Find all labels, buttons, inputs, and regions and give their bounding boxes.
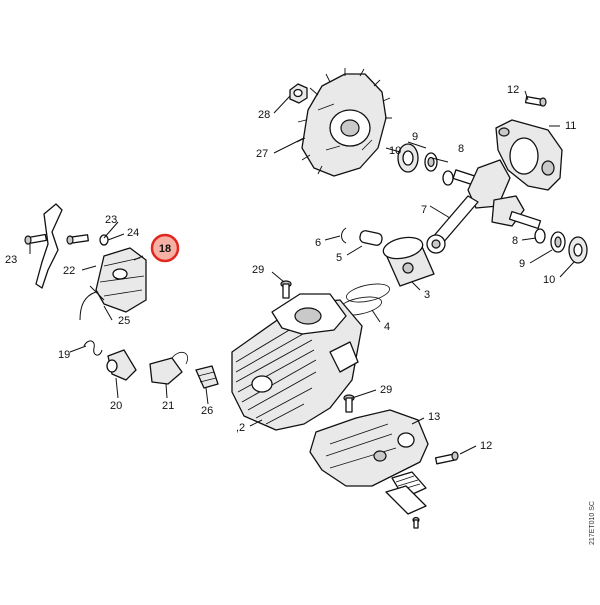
label-11: 11 <box>565 120 576 132</box>
piston-pin-part-5 <box>359 230 383 246</box>
label-20: 20 <box>110 400 122 412</box>
bracket-part-22 <box>35 203 63 289</box>
screw-small <box>412 516 420 529</box>
screw-part-23-upper <box>66 234 89 245</box>
label-23-upper: 23 <box>105 214 117 226</box>
label-12-lower: 12 <box>480 440 492 452</box>
label-4: 4 <box>384 321 390 333</box>
leader-lines <box>29 90 575 455</box>
gasket-plate <box>385 485 427 515</box>
label-3: 3 <box>424 289 430 301</box>
label-7: 7 <box>421 204 427 216</box>
spark-plug-part-21 <box>149 351 188 385</box>
spark-plug-part-26 <box>195 365 219 389</box>
nut-part-28 <box>289 83 308 104</box>
label-22: 22 <box>63 265 75 277</box>
spring-part-19 <box>83 340 103 356</box>
ignition-module-part-18 <box>95 247 147 313</box>
circlip-part-6 <box>341 227 347 244</box>
label-12-upper: 12 <box>507 84 519 96</box>
ball-bearing-part-10-lower <box>568 236 588 264</box>
label-29-upper: 29 <box>252 264 264 276</box>
oil-seal-part-9-lower <box>550 231 566 253</box>
crankshaft-part-7 <box>426 159 542 254</box>
figure-code: 217ET010 SC <box>589 501 596 545</box>
muffler-part-13 <box>309 409 429 487</box>
highlighted-callout-18: 18 <box>150 233 180 263</box>
screw-part-29-upper <box>280 280 292 299</box>
cylinder-part-2 <box>231 293 363 431</box>
label-6: 6 <box>315 237 321 249</box>
ball-bearing-part-10-upper <box>397 143 419 173</box>
ring-part-8-lower <box>534 228 546 244</box>
label-21: 21 <box>162 400 174 412</box>
screw-part-23-left <box>24 233 48 245</box>
label-28: 28 <box>258 109 270 121</box>
label-8-upper: 8 <box>458 143 464 155</box>
label-26: 26 <box>201 405 213 417</box>
label-10-lower: 10 <box>543 274 555 286</box>
label-29-lower: 29 <box>380 384 392 396</box>
screw-part-12-lower <box>434 451 459 465</box>
part-number-labels: 28 27 10 9 8 12 11 7 6 5 3 4 8 9 10 23 2… <box>5 84 576 452</box>
crankcase-half-part-11 <box>495 119 563 191</box>
label-10-upper: 10 <box>389 145 401 157</box>
label-9-lower: 9 <box>519 258 525 270</box>
label-9-upper: 9 <box>412 131 418 143</box>
label-19: 19 <box>58 349 70 361</box>
label-5: 5 <box>336 252 342 264</box>
label-13: 13 <box>428 411 440 423</box>
label-24: 24 <box>127 227 139 239</box>
piston-part-3 <box>382 236 435 287</box>
washer-part-24 <box>99 234 109 246</box>
spark-plug-boot-part-20 <box>106 349 137 381</box>
callout-18-label: 18 <box>159 243 171 255</box>
ignition-lead-part-25 <box>79 285 105 321</box>
label-23-left: 23 <box>5 254 17 266</box>
label-25: 25 <box>118 315 130 327</box>
screw-part-12-upper <box>524 96 547 107</box>
crankcase-half-part-27 <box>296 68 392 177</box>
label-2: ,2 <box>236 422 245 434</box>
label-8-lower: 8 <box>512 235 518 247</box>
oil-seal-part-9-upper <box>424 152 438 172</box>
ring-part-8-upper <box>442 170 454 186</box>
label-27: 27 <box>256 148 268 160</box>
screw-part-29-lower <box>343 394 355 413</box>
